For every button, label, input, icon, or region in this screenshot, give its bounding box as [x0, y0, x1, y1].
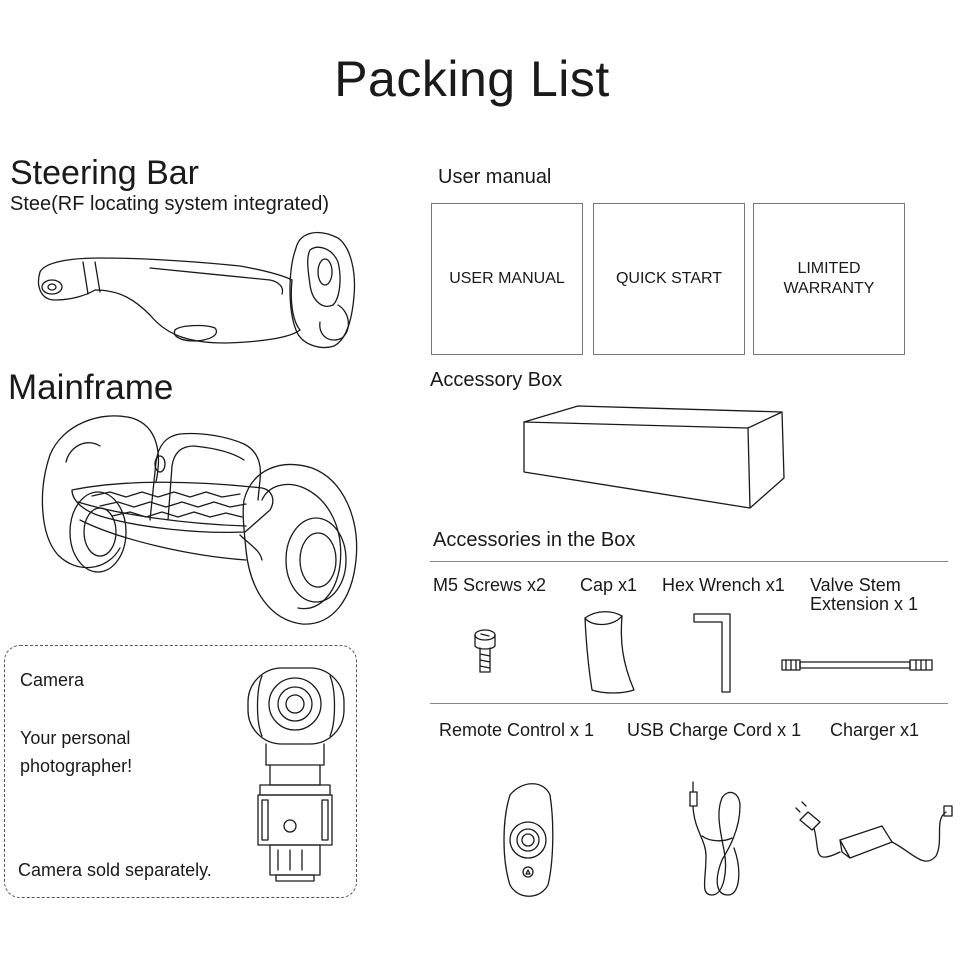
label-valve-stem-line1: Valve Stem	[810, 575, 901, 595]
camera-tagline-line2: photographer!	[20, 756, 133, 776]
accessories-heading: Accessories in the Box	[433, 529, 636, 551]
mainframe-heading: Mainframe	[8, 368, 174, 407]
divider-bottom	[430, 703, 948, 704]
label-usb-charge-cord: USB Charge Cord x 1	[627, 720, 802, 740]
document-quick-start: QUICK START	[593, 203, 745, 355]
camera-title: Camera	[20, 670, 85, 690]
page-title: Packing List	[334, 51, 610, 107]
label-hex-wrench: Hex Wrench x1	[662, 575, 785, 595]
accessory-box-heading: Accessory Box	[430, 369, 563, 391]
steering-bar-heading: Steering Bar	[10, 154, 199, 192]
label-charger: Charger x1	[830, 720, 920, 740]
document-user-manual: USER MANUAL	[431, 203, 583, 355]
label-valve-stem-line2: Extension x 1	[810, 594, 919, 614]
user-manual-heading: User manual	[438, 166, 552, 188]
camera-tagline-line1: Your personal	[20, 728, 131, 748]
camera-note: Camera sold separately.	[18, 860, 212, 880]
steering-bar-subheading: Stee(RF locating system integrated)	[10, 193, 330, 215]
label-m5-screws: M5 Screws x2	[433, 575, 547, 595]
label-remote-control: Remote Control x 1	[439, 720, 595, 740]
label-cap: Cap x1	[580, 575, 638, 595]
divider-top	[430, 561, 948, 562]
camera-panel	[4, 645, 357, 898]
